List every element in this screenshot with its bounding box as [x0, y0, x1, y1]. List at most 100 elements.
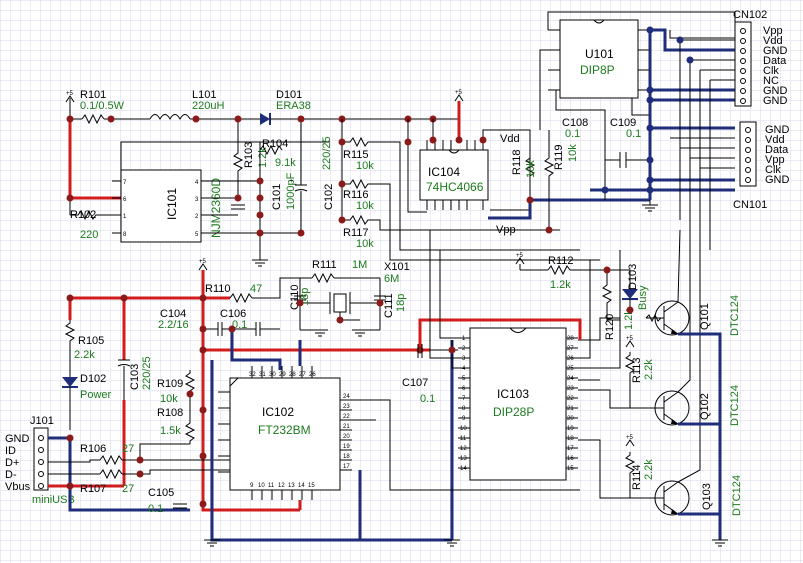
svg-text:24: 24	[567, 376, 574, 382]
r102-value: 220	[80, 229, 98, 241]
r107-value: 27	[122, 483, 134, 495]
svg-text:15: 15	[567, 466, 574, 472]
c104-value: 2.2/16	[158, 319, 189, 331]
r116-ref: R116	[343, 189, 368, 201]
crystal-section: R111 1M X101 6M C110 18p C111 18p	[289, 259, 410, 337]
cn101-pin: GND	[765, 174, 790, 186]
ic103-ref: IC103	[497, 387, 529, 401]
power-arrow-icon: +5	[515, 253, 525, 265]
svg-text:5: 5	[195, 232, 199, 238]
r110-ref: R110	[205, 283, 230, 295]
resistor-icon	[547, 264, 571, 276]
q101-ref: Q101	[699, 303, 711, 330]
c101-value: 1000pF	[285, 172, 297, 210]
r114-value: 2.2k	[643, 459, 655, 480]
svg-text:18: 18	[567, 436, 574, 442]
capacitor-icon	[417, 344, 423, 358]
power-arrow-icon: +5	[625, 435, 635, 447]
resistor-icon	[601, 282, 613, 306]
svg-text:9: 9	[250, 483, 254, 489]
c108-value: 0.1	[565, 128, 580, 140]
c106-ref: C106	[220, 308, 246, 320]
connector-section: U101 DIP8P CN102 Vpp	[539, 9, 790, 250]
resistor-icon	[342, 214, 376, 226]
q102-ref: Q102	[699, 393, 711, 420]
resistor-icon	[624, 452, 636, 476]
svg-text:12: 12	[278, 483, 285, 489]
transistor-icon	[645, 300, 690, 336]
capacitor-icon	[117, 359, 131, 367]
r120-value: 1.2k	[623, 309, 635, 330]
svg-text:23: 23	[567, 386, 574, 392]
vdd-label: Vdd	[500, 133, 520, 145]
svg-text:14: 14	[460, 466, 467, 472]
svg-text:7: 7	[462, 396, 466, 402]
resistor-icon	[624, 352, 636, 376]
svg-text:7: 7	[123, 180, 127, 186]
cn101-pin: Vdd	[765, 134, 785, 146]
c105-value: 0.1	[148, 503, 163, 515]
j101-pin: D+	[5, 457, 19, 469]
resistor-icon	[99, 468, 123, 480]
cn102-pin: Data	[763, 55, 787, 67]
svg-text:13: 13	[288, 483, 295, 489]
svg-text:10: 10	[460, 426, 467, 432]
resistor-icon	[524, 155, 536, 179]
r115-value: 10k	[356, 160, 374, 172]
cn102-connector: CN102 Vpp Vdd GND Data Clk NC GND GND	[733, 9, 788, 107]
c106-value: 0.1	[232, 319, 247, 331]
d101-value: ERA38	[276, 100, 311, 112]
r107-ref: R107	[80, 483, 106, 495]
svg-text:10: 10	[258, 483, 265, 489]
cn101-pin: GND	[765, 124, 790, 136]
ic104-ref: IC104	[428, 165, 460, 179]
svg-text:11: 11	[460, 436, 467, 442]
d103-ref: D103	[627, 264, 639, 290]
r118-ref: R118	[511, 150, 523, 175]
ic102-ref: IC102	[262, 405, 294, 419]
resistor-icon	[311, 272, 335, 284]
svg-text:23: 23	[343, 404, 350, 410]
c103-value: 220/25	[141, 356, 153, 390]
r105-ref: R105	[78, 335, 104, 347]
ground-icon	[252, 259, 268, 267]
resistor-icon	[64, 320, 76, 344]
r111-value: 1M	[352, 259, 367, 271]
svg-text:1: 1	[123, 214, 127, 220]
ground-icon	[204, 539, 220, 547]
ground-icon	[642, 200, 658, 212]
svg-text:+5: +5	[626, 435, 634, 441]
svg-text:4: 4	[195, 180, 199, 186]
d101-ref: D101	[276, 89, 302, 101]
r115-ref: R115	[343, 149, 368, 161]
r106-value: 27	[122, 443, 134, 455]
j101-pin: GND	[5, 433, 30, 445]
svg-text:11: 11	[268, 483, 275, 489]
cn101-connector: CN101 GND Vdd Data Vpp Clk GND	[733, 121, 790, 211]
r119-value: 10k	[567, 144, 579, 162]
cn101-pin: Clk	[765, 164, 781, 176]
j101-pin: D-	[5, 469, 17, 481]
usb-section: +5 R110 47 C104 2.2/16 C106 0.1 R105 2.2…	[5, 259, 582, 547]
svg-text:26: 26	[567, 356, 574, 362]
svg-text:12: 12	[460, 446, 467, 452]
r108-ref: R108	[157, 407, 183, 419]
u101-part: DIP8P	[580, 63, 615, 77]
cn102-pin: Vdd	[763, 35, 783, 47]
resistor-icon	[81, 113, 105, 125]
cn101-pin: Data	[765, 144, 789, 156]
power-arrow-icon: +5	[454, 90, 464, 102]
cn102-ref: CN102	[733, 9, 767, 21]
r102-ref: R102	[70, 209, 96, 221]
l101-ref: L101	[192, 89, 216, 101]
r108-value: 1.5k	[160, 425, 181, 437]
r116-value: 10k	[356, 200, 374, 212]
c111-ref: C111	[383, 293, 395, 318]
svg-text:+5: +5	[626, 336, 634, 342]
c107-value: 0.1	[420, 393, 435, 405]
r112-ref: R112	[548, 255, 573, 267]
svg-text:6: 6	[123, 197, 127, 203]
svg-text:5: 5	[462, 376, 466, 382]
